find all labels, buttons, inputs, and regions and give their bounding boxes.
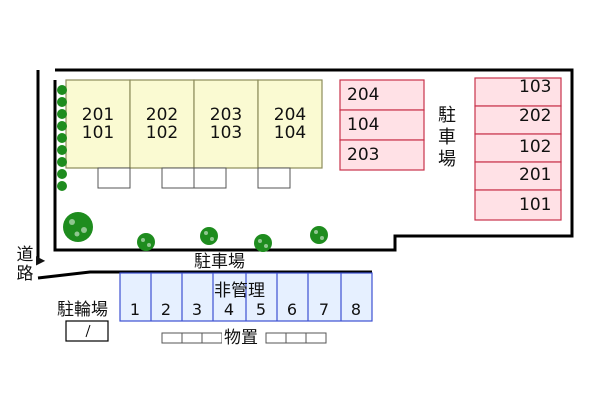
shrub-icon [57, 145, 67, 155]
entrance-tab [193, 167, 227, 189]
bike-space-number: 1 [129, 300, 141, 319]
tree-icon [137, 233, 155, 251]
shrub-icon [57, 157, 67, 167]
shrub-icon [57, 181, 67, 191]
site-boundary [36, 68, 574, 280]
building-unit-1 [65, 79, 131, 169]
storage-label: 物置 [222, 328, 260, 348]
bike-space-number: 2 [160, 300, 172, 319]
shrub-icon [57, 109, 67, 119]
parking-number: 204 [347, 85, 380, 105]
parking-right [474, 77, 562, 221]
parking-space [339, 139, 425, 171]
building-unit-3 [193, 79, 259, 169]
unit-label-upper: 203 [209, 105, 243, 125]
arrow-right-icon: ▶ [36, 253, 46, 267]
parking-number: 104 [347, 115, 380, 135]
unit-label-upper: 202 [145, 105, 179, 125]
parking-number: 101 [519, 195, 552, 215]
apartment-building [65, 79, 323, 189]
shrub-icon [57, 133, 67, 143]
bike-parking-label: 駐輪場 [57, 300, 108, 320]
bike-space-number: 3 [191, 300, 203, 319]
bike-space-number: 7 [318, 300, 330, 319]
unit-label-upper: 204 [273, 105, 307, 125]
unit-label-lower: 104 [273, 123, 307, 143]
parking-lot-label: 駐車場 [194, 252, 245, 272]
parking-space [474, 105, 562, 135]
tree-icon [254, 234, 272, 252]
parking-space [474, 161, 562, 191]
bike-space-number: 6 [286, 300, 298, 319]
parking-number: 201 [519, 165, 552, 185]
parking-number: 103 [519, 77, 552, 97]
unit-label-lower: 102 [145, 123, 179, 143]
building-unit-2 [129, 79, 195, 169]
hedge [57, 85, 67, 191]
bike-space-number: 8 [350, 300, 362, 319]
road-label: 道 路 [16, 245, 34, 284]
entrance-tab [161, 167, 195, 189]
shrub-icon [57, 97, 67, 107]
unit-label-upper: 201 [81, 105, 115, 125]
bike-space-number: 5 [255, 300, 267, 319]
shrub-icon [57, 85, 67, 95]
parking-space [474, 133, 562, 163]
parking-space [474, 189, 562, 221]
tree-icon [310, 226, 328, 244]
parking-middle-label: 駐 車 場 [438, 105, 456, 170]
bike-shed [65, 320, 109, 342]
tree-icon [200, 227, 218, 245]
storage-row [161, 332, 327, 344]
shrub-icon [57, 169, 67, 179]
bike-space-number: 4 [223, 300, 235, 319]
tree-icon [63, 212, 93, 242]
parking-middle [339, 79, 425, 171]
parking-number: 102 [519, 137, 552, 157]
parking-number: 203 [347, 145, 380, 165]
unit-label-lower: 101 [81, 123, 115, 143]
entrance-tab [97, 167, 131, 189]
parking-number: 202 [519, 106, 552, 126]
unit-label-lower: 103 [209, 123, 243, 143]
trees [63, 212, 328, 252]
parking-space [474, 77, 562, 107]
entrance-tab [257, 167, 291, 189]
shrub-icon [57, 121, 67, 131]
bike-parking [119, 272, 373, 322]
unmanaged-label: 非管理 [214, 281, 265, 301]
